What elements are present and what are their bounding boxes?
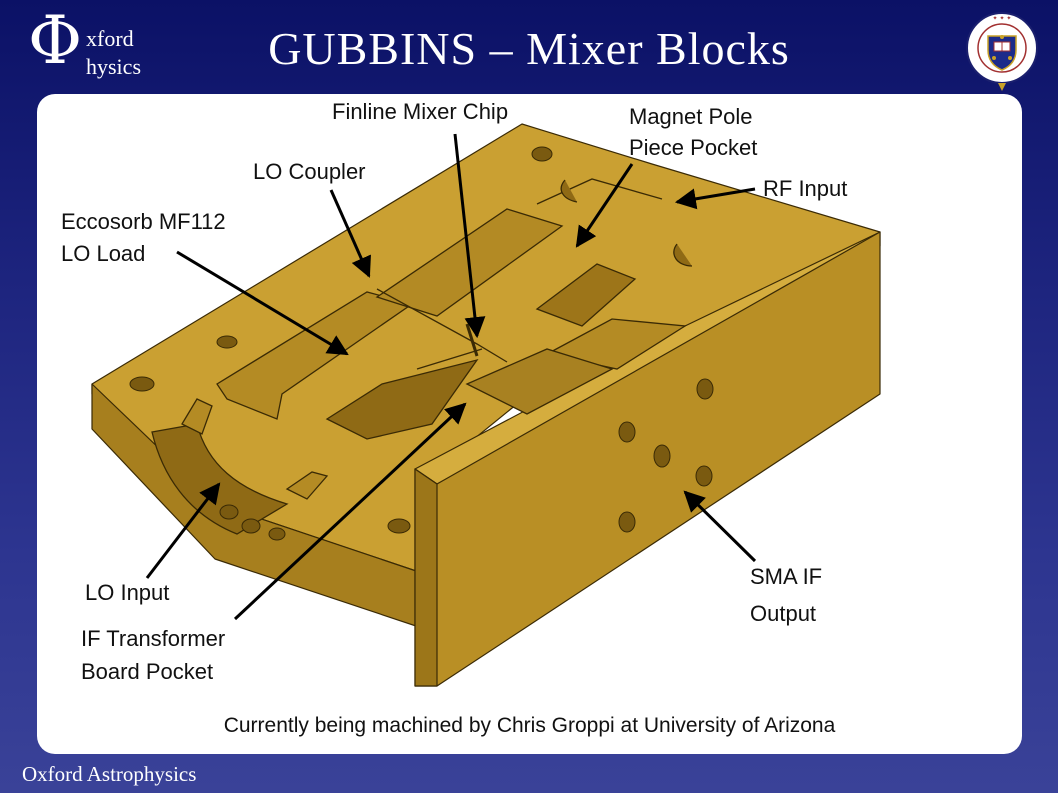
label-eccosorb-line2: LO Load [61,241,145,266]
svg-text:✦ ✦ ✦: ✦ ✦ ✦ [993,15,1012,22]
logo-phi-glyph: Φ [28,2,83,79]
university-crest-icon: ✦ ✦ ✦ [966,12,1038,91]
label-sma-if-line1: SMA IF [750,564,822,589]
footer-oxford-astrophysics: Oxford Astrophysics [22,762,197,786]
arrow-if-transformer-pocket [233,402,467,621]
label-magnet-pole-line2: Piece Pocket [629,135,757,160]
callout-arrows [145,133,757,621]
label-lo-coupler: LO Coupler [253,159,366,184]
machining-caption: Currently being machined by Chris Groppi… [223,714,836,737]
arrow-lo-coupler [329,189,371,278]
arrow-magnet-pole-pocket [575,163,634,248]
arrow-sma-if-output [683,490,757,563]
label-finline-mixer-chip: Finline Mixer Chip [332,99,508,124]
label-eccosorb-line1: Eccosorb MF112 [61,209,226,234]
mixer-block-diagram: Finline Mixer Chip Magnet Pole Piece Poc… [61,99,881,687]
arrow-lo-input [145,482,221,579]
arrow-finline-mixer-chip [453,133,486,339]
arrow-eccosorb-lo-load [176,250,349,356]
label-rf-input: RF Input [763,176,847,201]
arrow-rf-input [674,187,756,210]
mixer-block-pockets [151,178,693,535]
mounting-holes [129,146,714,541]
label-magnet-pole-line1: Magnet Pole [629,104,753,129]
label-if-transformer-line2: Board Pocket [81,659,213,684]
logo-text-hysics: hysics [86,54,141,79]
label-lo-input: LO Input [85,580,169,605]
diagram-panel: Finline Mixer Chip Magnet Pole Piece Poc… [37,94,1022,754]
logo-text-xford: xford [86,26,134,51]
oxford-physics-logo: Φ xford hysics [28,8,168,84]
label-if-transformer-line1: IF Transformer [81,626,225,651]
slide-title: GUBBINS – Mixer Blocks [268,23,790,74]
label-sma-if-line2: Output [750,601,816,626]
